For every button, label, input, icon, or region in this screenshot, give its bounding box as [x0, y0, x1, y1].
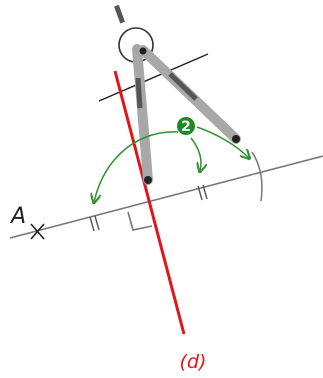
- compass-leg-pencil-band: [168, 72, 198, 101]
- point-a-label: A: [9, 204, 26, 229]
- compass-icon: [114, 4, 241, 185]
- equal-length-ticks-right: [197, 184, 208, 201]
- equal-length-ticks-left: [89, 215, 100, 232]
- right-angle-marker: [127, 211, 153, 231]
- step-arrows: [94, 126, 249, 202]
- line-d-label: (d): [180, 351, 207, 373]
- compass-leg-needle: [132, 44, 153, 185]
- line-d: [113, 70, 186, 335]
- point-a-marker: [30, 223, 45, 240]
- compass-hinge: [139, 47, 147, 55]
- compass-leg-needle-band: [135, 77, 143, 109]
- construction-line: [98, 53, 209, 102]
- base-line: [9, 155, 323, 239]
- compass-needle-tip: [144, 176, 152, 184]
- arrow-to-right-tick: [190, 137, 201, 171]
- arrow-to-left-tick: [94, 131, 179, 202]
- compass-handle: [114, 4, 125, 24]
- step-number-label: 2: [181, 119, 191, 135]
- step-number-badge: 2: [177, 117, 195, 135]
- compass-arc: [251, 151, 263, 202]
- arrow-to-compass-arc: [196, 126, 249, 158]
- compass-pencil-tip: [232, 135, 240, 143]
